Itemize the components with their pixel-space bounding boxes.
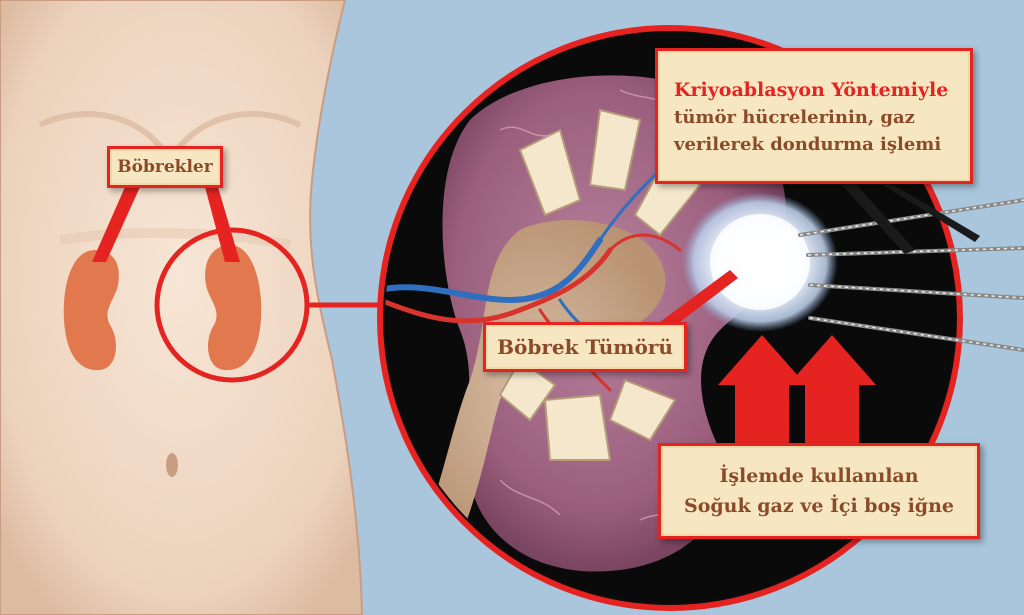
cryoablation-method-label: Kriyoablasyon Yöntemiyle tümör hücreleri…: [655, 48, 973, 184]
ice-ball-core: [710, 214, 810, 310]
method-title: Kriyoablasyon Yöntemiyle: [674, 79, 949, 101]
gas-line-2: Soğuk gaz ve İçi boş iğne: [684, 495, 954, 517]
belly-shade: [59, 228, 292, 250]
blood-vessels: [385, 168, 682, 392]
right-kidney: [205, 245, 262, 371]
kidneys-pointer: [92, 187, 140, 262]
tumor-label: Böbrek Tümörü: [483, 322, 687, 372]
gas-line-1: İşlemde kullanılan: [719, 465, 919, 487]
up-arrow-icon: [788, 335, 876, 445]
kidneys-pointer: [205, 187, 240, 262]
kidneys-label-text: Böbrekler: [117, 157, 213, 177]
method-line-1: tümör hücrelerinin, gaz: [674, 107, 915, 128]
calyces: [498, 108, 702, 461]
tumor-label-text: Böbrek Tümörü: [497, 335, 673, 359]
renal-pelvis: [410, 220, 666, 560]
method-pointer: [840, 183, 915, 254]
method-pointer: [880, 183, 980, 242]
kidneys-label: Böbrekler: [107, 146, 223, 188]
gas-needle-label: İşlemde kullanılan Soğuk gaz ve İçi boş …: [658, 443, 980, 539]
method-line-2: verilerek dondurma işlemi: [674, 134, 942, 155]
navel: [166, 453, 178, 477]
tumor-pointer: [660, 270, 738, 322]
torso: [0, 0, 364, 615]
left-kidney: [63, 250, 119, 371]
up-arrow-icon: [718, 335, 806, 445]
